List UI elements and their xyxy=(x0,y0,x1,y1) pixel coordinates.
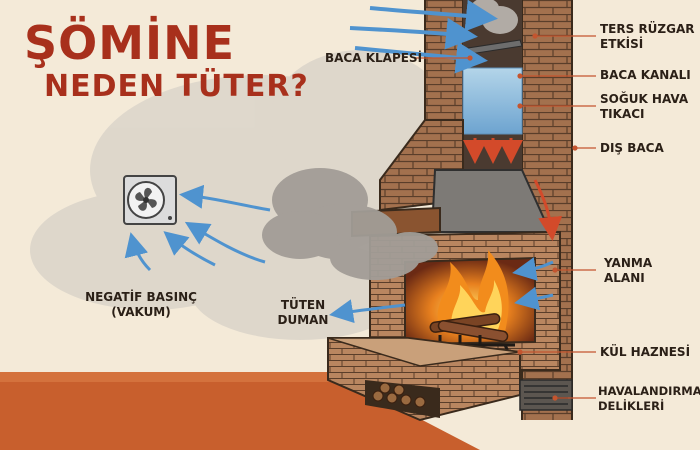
label-kul-haznesi: KÜL HAZNESİ xyxy=(600,345,691,359)
combustion-air-arrows xyxy=(512,257,554,311)
page-title: ŞÖMİNE NEDEN TÜTER? xyxy=(24,20,309,102)
label-soguk-hava: SOĞUK HAVA TIKACI xyxy=(600,92,688,122)
leader-lines xyxy=(416,33,596,401)
escaping-smoke xyxy=(262,168,438,280)
label-soguk-hava-line2: TIKACI xyxy=(600,107,645,121)
label-yanma-line2: ALANI xyxy=(604,271,645,285)
label-tuten-duman: TÜTEN DUMAN xyxy=(268,298,338,328)
label-soguk-hava-line1: SOĞUK HAVA xyxy=(600,92,689,106)
label-dis-baca: DIŞ BACA xyxy=(600,141,664,155)
label-negatif-basinc: NEGATİF BASINÇ (VAKUM) xyxy=(66,290,216,320)
label-ters-ruzgar-line1: TERS RÜZGAR xyxy=(600,22,695,36)
label-havalandirma: HAVALANDIRMA DELİKLERİ xyxy=(598,384,700,414)
exhaust-fan-icon xyxy=(123,175,177,225)
label-tuten-line1: TÜTEN xyxy=(280,298,326,312)
label-baca-klapesi: BACA KLAPESİ xyxy=(325,51,423,65)
label-havalandirma-line2: DELİKLERİ xyxy=(598,399,665,413)
label-ters-ruzgar-line2: ETKİSİ xyxy=(600,37,644,51)
vent-grille xyxy=(519,379,573,411)
label-tuten-line2: DUMAN xyxy=(277,313,329,327)
label-yanma-line1: YANMA xyxy=(604,256,653,270)
smoke-out-arrow xyxy=(329,299,406,324)
wind-arrows xyxy=(349,0,498,74)
suction-arrows xyxy=(124,184,271,272)
label-yanma-alani: YANMA ALANI xyxy=(604,256,652,286)
label-ters-ruzgar: TERS RÜZGAR ETKİSİ xyxy=(600,22,695,52)
downdraft-arrows xyxy=(463,138,563,241)
cold-air-plug xyxy=(463,68,522,134)
label-negatif-line1: NEGATİF BASINÇ xyxy=(85,290,197,304)
title-line-1: ŞÖMİNE xyxy=(24,16,236,70)
label-negatif-line2: (VAKUM) xyxy=(111,305,171,319)
label-baca-kanali: BACA KANALI xyxy=(600,68,691,82)
label-havalandirma-line1: HAVALANDIRMA xyxy=(598,384,700,398)
title-line-2: NEDEN TÜTER? xyxy=(44,69,309,104)
